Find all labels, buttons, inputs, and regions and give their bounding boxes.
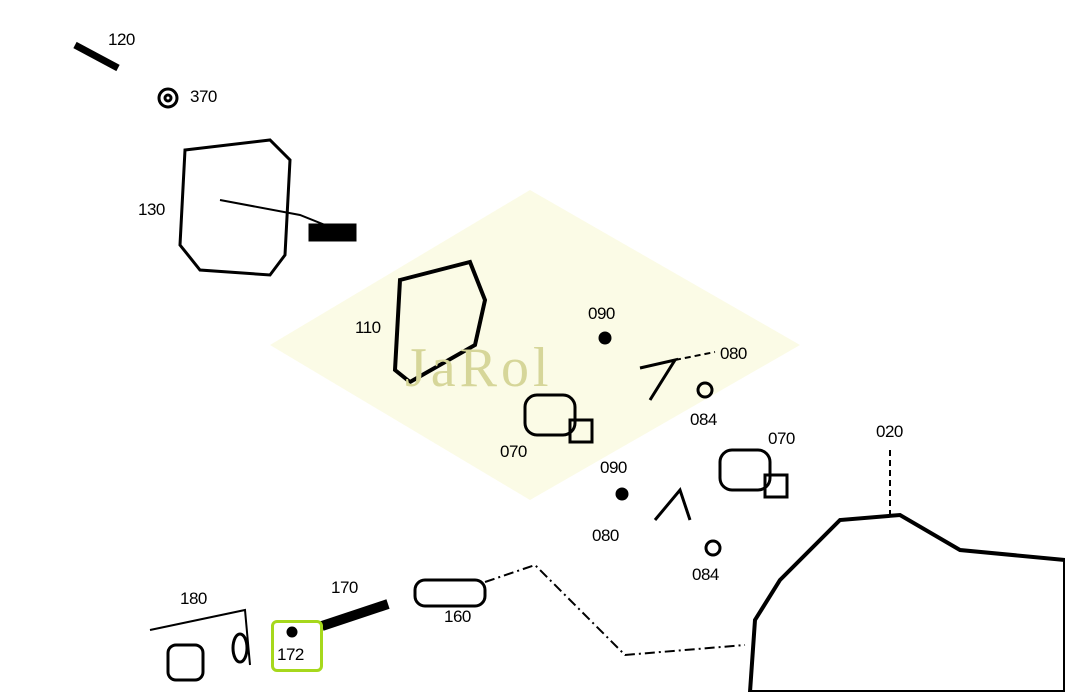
solenoid-070-b [718, 448, 789, 499]
washer-084-b [704, 539, 722, 557]
valve-body-020 [747, 512, 1065, 692]
washer-370 [157, 87, 179, 109]
label-090-b[interactable]: 090 [600, 458, 627, 477]
label-110[interactable]: 110 [355, 318, 381, 337]
label-080-a[interactable]: 080 [720, 344, 747, 363]
label-370[interactable]: 370 [190, 87, 217, 106]
bracket-080-b [653, 486, 692, 521]
label-084-b[interactable]: 084 [692, 565, 719, 584]
label-170[interactable]: 170 [331, 578, 358, 597]
plug-180 [149, 608, 251, 682]
label-020[interactable]: 020 [876, 422, 903, 441]
bolt-120 [73, 41, 120, 72]
housing-130 [178, 138, 292, 277]
label-160[interactable]: 160 [444, 607, 471, 626]
highlight-box-172 [271, 620, 323, 672]
connector-130 [308, 223, 357, 242]
label-120[interactable]: 120 [108, 30, 135, 49]
label-130[interactable]: 130 [138, 200, 165, 219]
label-180[interactable]: 180 [180, 589, 207, 608]
valve-160 [413, 578, 487, 608]
watermark-diamond [270, 190, 800, 500]
label-070-b[interactable]: 070 [768, 429, 795, 448]
solenoid-070-a [523, 393, 594, 444]
screw-090-a [598, 331, 612, 345]
spring-170 [320, 599, 390, 631]
watermark: JaRol [405, 337, 553, 399]
ball-172 [286, 626, 298, 638]
washer-084-a [696, 381, 714, 399]
screw-090-b [615, 487, 629, 501]
label-090-a[interactable]: 090 [588, 304, 615, 323]
label-070-a[interactable]: 070 [500, 442, 527, 461]
gasket-110 [392, 259, 488, 385]
label-084-a[interactable]: 084 [690, 410, 717, 429]
label-080-b[interactable]: 080 [592, 526, 619, 545]
label-172[interactable]: 172 [277, 645, 304, 664]
